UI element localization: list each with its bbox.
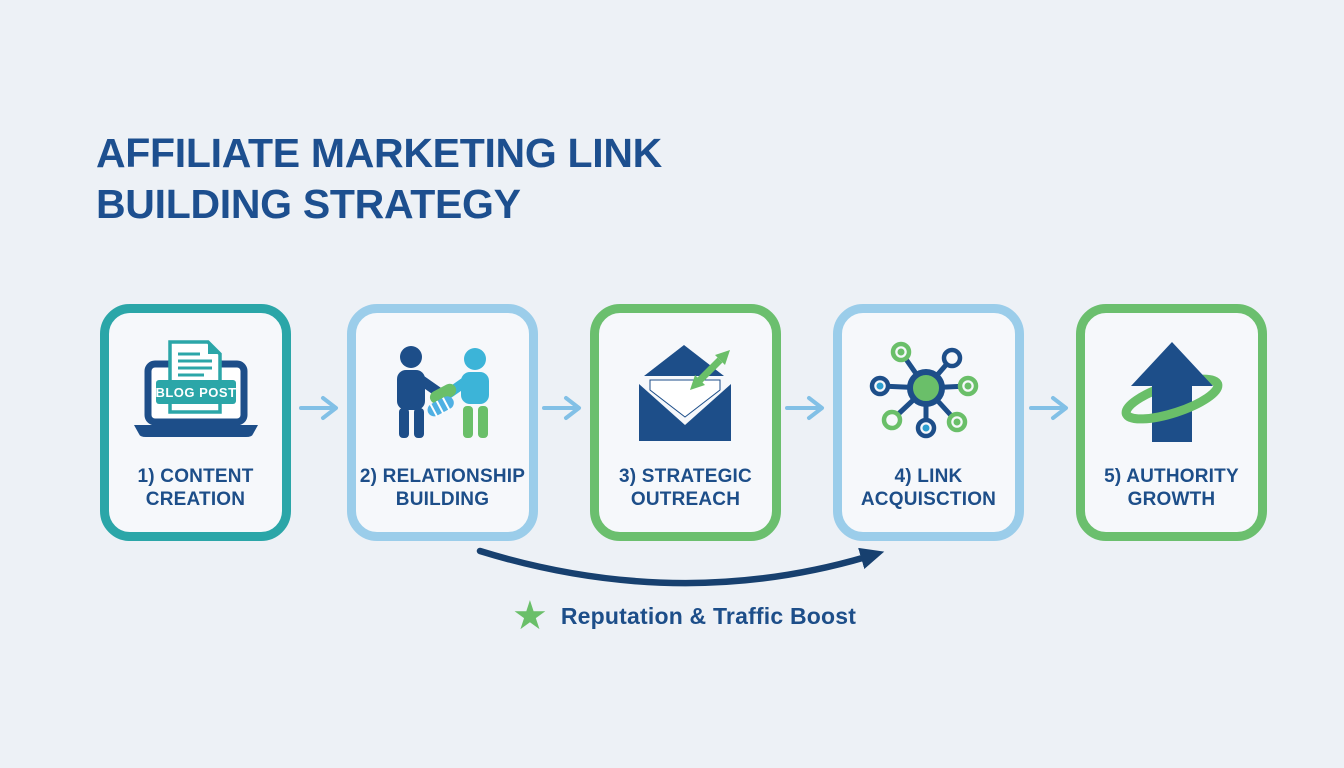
step-box-authority-growth: 5) AUTHORITY GROWTH xyxy=(1076,304,1267,541)
link-network-icon xyxy=(864,333,994,453)
flow-arrow-1-icon xyxy=(299,396,338,420)
flow-arrow-2-icon xyxy=(542,396,581,420)
step-label-relationship-building: 2) RELATIONSHIP BUILDING xyxy=(359,466,526,510)
laptop-blog-post-icon: BLOG POST xyxy=(126,333,266,453)
step-box-content-creation: BLOG POST 1) CONTENT CREATION xyxy=(100,304,291,541)
page-title-line2: BUILDING STRATEGY xyxy=(96,181,521,227)
boost-caption-text: Reputation & Traffic Boost xyxy=(560,602,857,629)
step-label-content-creation: 1) CONTENT CREATION xyxy=(137,466,254,510)
blog-post-badge: BLOG POST xyxy=(155,385,236,400)
reputation-boost-caption: ★ Reputation & Traffic Boost xyxy=(512,596,856,636)
page-title-line1: AFFILIATE MARKETING LINK xyxy=(96,130,662,176)
handshake-people-icon xyxy=(378,333,508,453)
outreach-envelope-icon xyxy=(626,333,746,453)
step-box-link-acquisition: 4) LINK ACQUISCTION xyxy=(833,304,1024,541)
flow-arrow-3-icon xyxy=(785,396,824,420)
step-label-link-acquisition: 4) LINK ACQUISCTION xyxy=(860,466,997,510)
star-icon: ★ xyxy=(512,594,548,638)
step-box-relationship-building: 2) RELATIONSHIP BUILDING xyxy=(347,304,538,541)
step-label-strategic-outreach: 3) STRATEGIC OUTREACH xyxy=(619,466,752,510)
page-title: AFFILIATE MARKETING LINK BUILDING STRATE… xyxy=(96,128,662,230)
flow-arrow-4-icon xyxy=(1029,396,1068,420)
step-label-authority-growth: 5) AUTHORITY GROWTH xyxy=(1104,466,1239,510)
step-box-strategic-outreach: 3) STRATEGIC OUTREACH xyxy=(590,304,781,541)
authority-growth-icon xyxy=(1107,333,1237,453)
